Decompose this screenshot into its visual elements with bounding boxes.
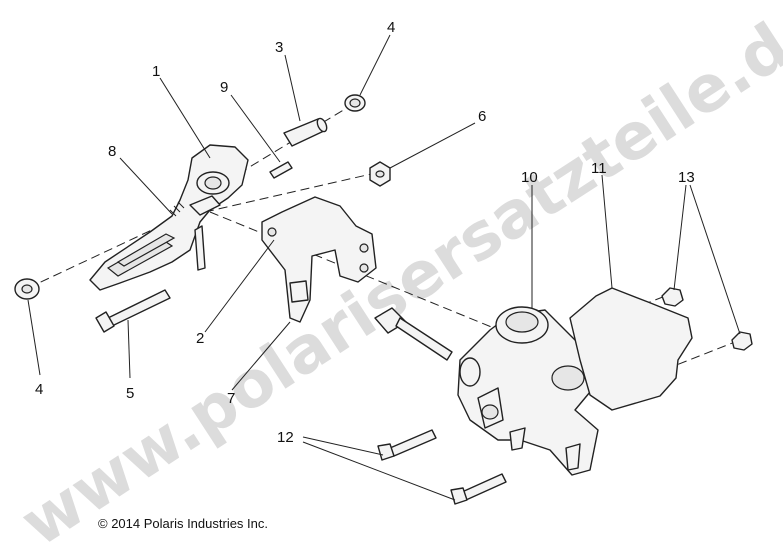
pedal-bracket <box>261 196 377 323</box>
washer-left <box>14 278 40 300</box>
pivot-bolt <box>95 289 171 333</box>
brake-pedal <box>89 144 249 291</box>
callouts: 1 2 3 4 4 5 6 7 8 9 10 11 12 13 <box>35 19 695 446</box>
master-cylinder <box>457 306 599 476</box>
shield-nuts <box>661 287 753 351</box>
return-spring <box>169 201 185 217</box>
callout-11: 11 <box>591 160 607 177</box>
callout-2: 2 <box>196 330 204 347</box>
clevis-pin <box>269 161 293 179</box>
callout-6: 6 <box>478 108 486 125</box>
copyright-text: © 2014 Polaris Industries Inc. <box>98 516 268 531</box>
callout-5: 5 <box>126 385 134 402</box>
nut-top <box>344 94 366 112</box>
callout-4-top: 4 <box>387 19 395 36</box>
pushrod <box>374 307 453 361</box>
leader-lines <box>27 34 741 501</box>
pedal-bushing <box>283 117 328 147</box>
nut-right <box>369 161 391 187</box>
callout-13: 13 <box>678 169 695 186</box>
callout-4-left: 4 <box>35 381 43 398</box>
callout-3: 3 <box>275 39 283 56</box>
callout-7: 7 <box>227 390 235 407</box>
callout-1: 1 <box>152 63 160 80</box>
cylinder-bolts <box>377 429 507 505</box>
callout-12: 12 <box>277 429 294 446</box>
callout-8: 8 <box>108 143 116 160</box>
callout-9: 9 <box>220 79 228 96</box>
callout-10: 10 <box>521 169 538 186</box>
